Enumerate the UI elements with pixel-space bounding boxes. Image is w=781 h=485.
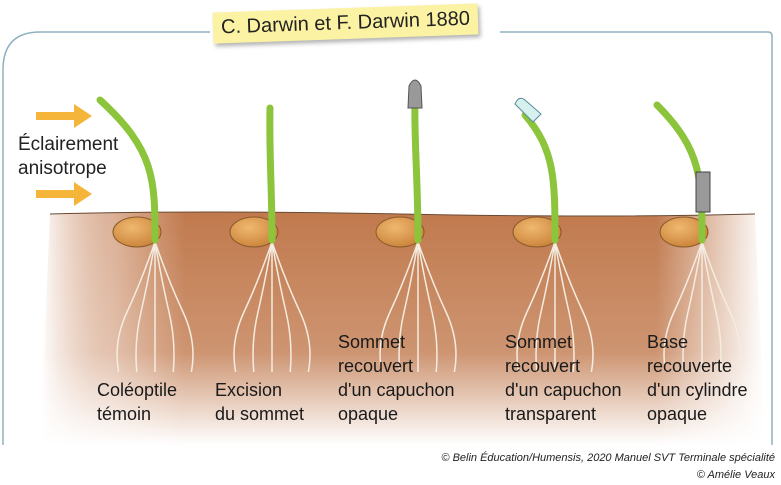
root <box>154 241 194 373</box>
experiment-label: Excision du sommet <box>215 378 304 426</box>
coleoptile <box>521 111 559 244</box>
root <box>417 241 457 373</box>
credit: © Amélie Veaux <box>696 469 775 481</box>
root <box>516 241 556 373</box>
coleoptile <box>96 96 159 244</box>
root <box>535 241 556 373</box>
root <box>252 241 273 373</box>
root <box>271 241 311 373</box>
root <box>701 241 722 373</box>
credit: © Belin Éducation/Humensis, 2020 Manuel … <box>441 452 775 464</box>
label-line: d'un cylindre <box>647 380 748 400</box>
seed <box>375 216 425 248</box>
seedling-transparent-cap <box>512 97 594 373</box>
root <box>682 241 703 373</box>
label-line: recouvert <box>338 356 414 376</box>
root <box>554 241 594 373</box>
label-line: Excision <box>215 380 283 400</box>
seedling-opaque-cylinder <box>653 101 741 373</box>
light-arrow-icon <box>36 104 92 206</box>
label-line: témoin <box>97 404 152 424</box>
root <box>271 241 292 373</box>
seed <box>512 216 562 248</box>
seedling-opaque-cap <box>375 79 457 373</box>
coleoptile <box>411 96 422 244</box>
frame <box>2 31 773 445</box>
seed <box>659 216 709 248</box>
label-line: d'un capuchon <box>505 380 622 400</box>
root <box>135 241 156 373</box>
seedling-cut <box>229 104 311 373</box>
experiment-label: Sommet recouvert d'un capuchon opaque <box>338 330 455 426</box>
label-line: transparent <box>505 404 597 424</box>
label-line: Sommet <box>338 332 406 352</box>
seed <box>229 216 279 248</box>
experiment-label: Coléoptile témoin <box>97 378 177 426</box>
opaque-cap-icon <box>407 79 423 109</box>
label-line: opaque <box>338 404 399 424</box>
seed <box>112 216 162 248</box>
experiment-label: Base recouverte d'un cylindre opaque <box>647 330 748 426</box>
coleoptile <box>653 101 706 244</box>
light-label: Éclairement anisotrope <box>18 133 118 181</box>
label-line: recouverte <box>647 356 733 376</box>
root <box>116 241 156 373</box>
root <box>233 241 273 373</box>
label-line: recouvert <box>505 356 581 376</box>
root <box>554 241 575 373</box>
root <box>398 241 419 373</box>
label-line: Coléoptile <box>97 380 178 400</box>
label-line: d'un capuchon <box>338 380 455 400</box>
root <box>663 241 703 373</box>
light-label-line: anisotrope <box>18 158 107 179</box>
seedling-bent <box>96 96 194 373</box>
root <box>379 241 419 373</box>
experiment-label: Sommet recouvert d'un capuchon transparent <box>505 330 622 426</box>
transparent-cap-icon <box>514 97 542 123</box>
coleoptile <box>266 104 276 244</box>
root <box>417 241 438 373</box>
root <box>701 241 741 373</box>
opaque-cylinder-icon <box>695 171 711 213</box>
label-line: opaque <box>647 404 708 424</box>
label-line: Base <box>647 332 689 352</box>
label-line: Sommet <box>505 332 573 352</box>
root <box>154 241 175 373</box>
label-line: du sommet <box>215 404 305 424</box>
light-label-line: Éclairement <box>18 134 119 155</box>
